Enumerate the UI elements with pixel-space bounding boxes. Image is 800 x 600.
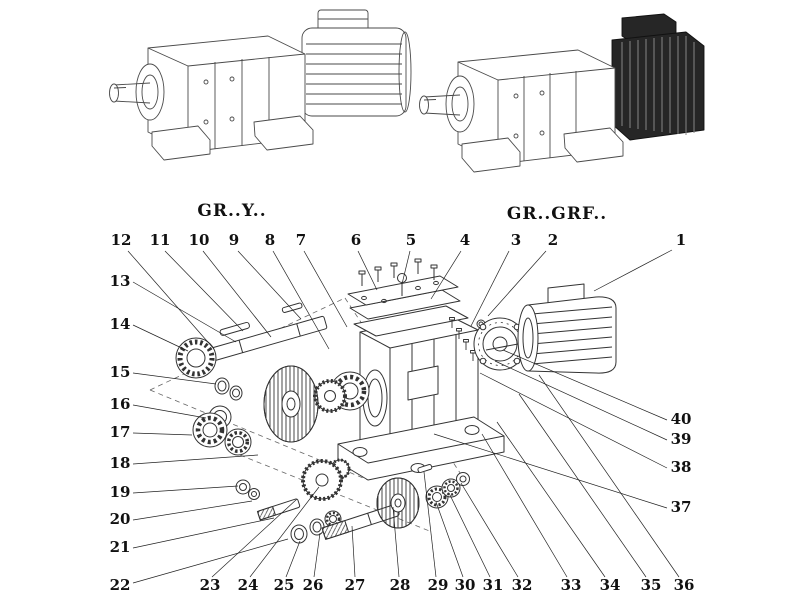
callout-12: 12 <box>111 231 132 249</box>
gearmotor-view-gr-y <box>109 9 412 161</box>
callout-38: 38 <box>671 458 692 476</box>
callout-27: 27 <box>345 576 366 594</box>
dark-fin-cover-drawing <box>611 13 705 141</box>
callout-9: 9 <box>229 231 239 249</box>
callout-24: 24 <box>238 576 259 594</box>
callout-22: 22 <box>110 576 131 594</box>
gearbox-drawing-right-view <box>419 49 624 173</box>
callout-36: 36 <box>674 576 695 594</box>
callout-26: 26 <box>303 576 324 594</box>
helical-gear-large <box>263 365 319 443</box>
circlip-washers <box>214 377 243 401</box>
gearbox-drawing-left-view <box>109 35 314 161</box>
callout-33: 33 <box>561 576 582 594</box>
callout-6: 6 <box>351 231 361 249</box>
gearmotor-view-gr-grf <box>419 13 705 173</box>
motor-drawing-left-view <box>301 9 412 117</box>
callout-28: 28 <box>390 576 411 594</box>
callout-39: 39 <box>671 430 692 448</box>
callout-17: 17 <box>110 423 131 441</box>
callout-15: 15 <box>110 363 131 381</box>
callout-13: 13 <box>110 272 131 290</box>
callouts-top: 12 11 10 9 8 7 6 5 4 3 2 1 <box>111 231 687 249</box>
callout-5: 5 <box>406 231 416 249</box>
callout-8: 8 <box>265 231 275 249</box>
callout-40: 40 <box>671 410 692 428</box>
callout-14: 14 <box>110 315 131 333</box>
callout-29: 29 <box>428 576 449 594</box>
callout-32: 32 <box>512 576 533 594</box>
callout-20: 20 <box>110 510 131 528</box>
callout-1: 1 <box>676 231 686 249</box>
callout-3: 3 <box>511 231 521 249</box>
callout-30: 30 <box>455 576 476 594</box>
callout-37: 37 <box>671 498 692 516</box>
gear-housing <box>337 305 505 481</box>
callout-19: 19 <box>110 483 131 501</box>
motor-exploded <box>485 283 617 374</box>
callout-2: 2 <box>548 231 558 249</box>
callout-18: 18 <box>110 454 131 472</box>
callout-23: 23 <box>200 576 221 594</box>
callout-16: 16 <box>110 395 131 413</box>
callouts-left: 13 14 15 16 17 18 19 20 21 22 <box>110 272 131 594</box>
exploded-view <box>149 258 617 544</box>
callouts-right: 40 39 38 37 <box>671 410 692 516</box>
intermediate-gear <box>313 379 347 413</box>
callout-21: 21 <box>110 538 131 556</box>
view-left-label: GR..Y.. <box>197 201 266 221</box>
callout-34: 34 <box>600 576 621 594</box>
callout-11: 11 <box>150 231 171 249</box>
callout-25: 25 <box>274 576 295 594</box>
leader-lines <box>127 249 680 584</box>
callout-35: 35 <box>641 576 662 594</box>
output-bearings <box>192 412 252 456</box>
oil-seal-ring <box>175 337 217 379</box>
callout-31: 31 <box>483 576 504 594</box>
callout-10: 10 <box>189 231 210 249</box>
motor-flange-adapter <box>473 317 527 371</box>
callout-7: 7 <box>296 231 306 249</box>
callouts-bottom: 23 24 25 26 27 28 29 30 31 32 33 34 35 3… <box>200 576 695 594</box>
view-right-label: GR..GRF.. <box>507 204 607 224</box>
callout-4: 4 <box>460 231 470 249</box>
